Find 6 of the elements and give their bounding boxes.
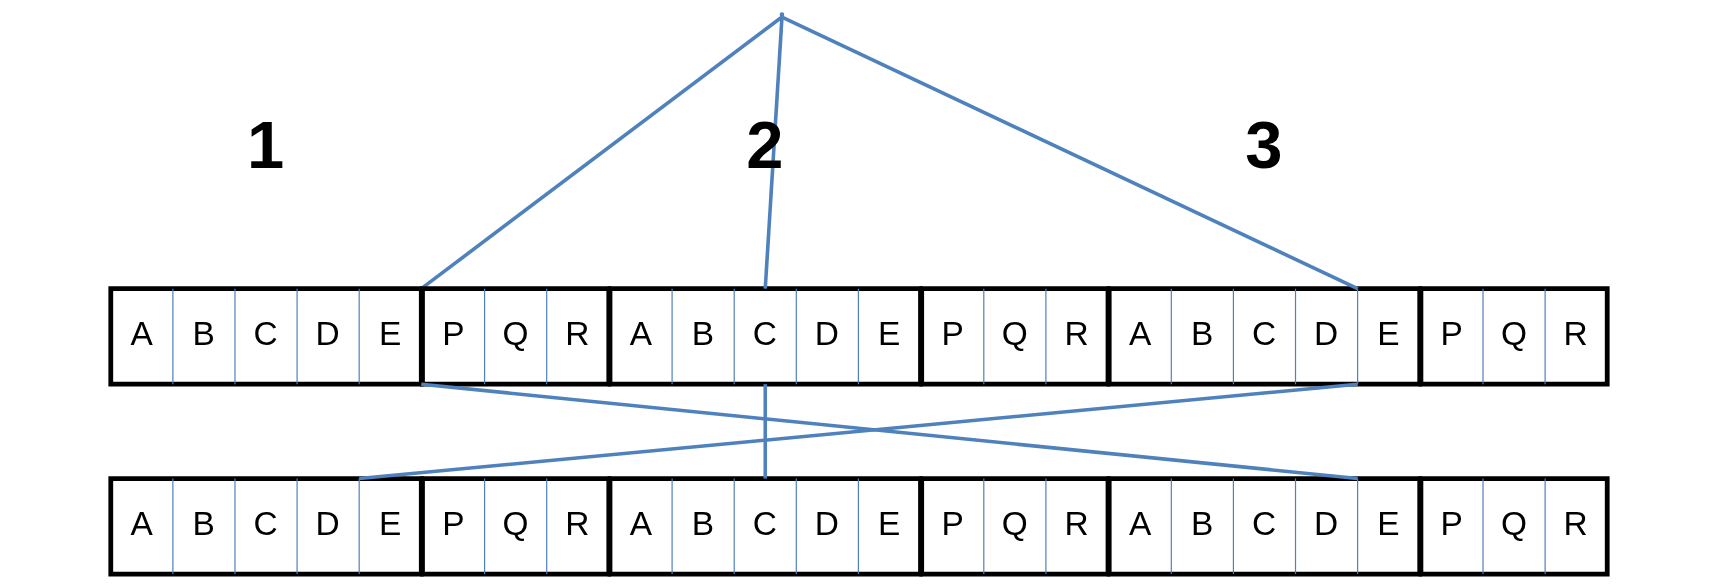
connector xyxy=(419,15,783,291)
label: 3 xyxy=(1244,106,1283,182)
node-point xyxy=(779,12,784,17)
connector xyxy=(762,384,767,479)
connector xyxy=(780,15,1358,291)
label: 1 xyxy=(246,106,284,182)
